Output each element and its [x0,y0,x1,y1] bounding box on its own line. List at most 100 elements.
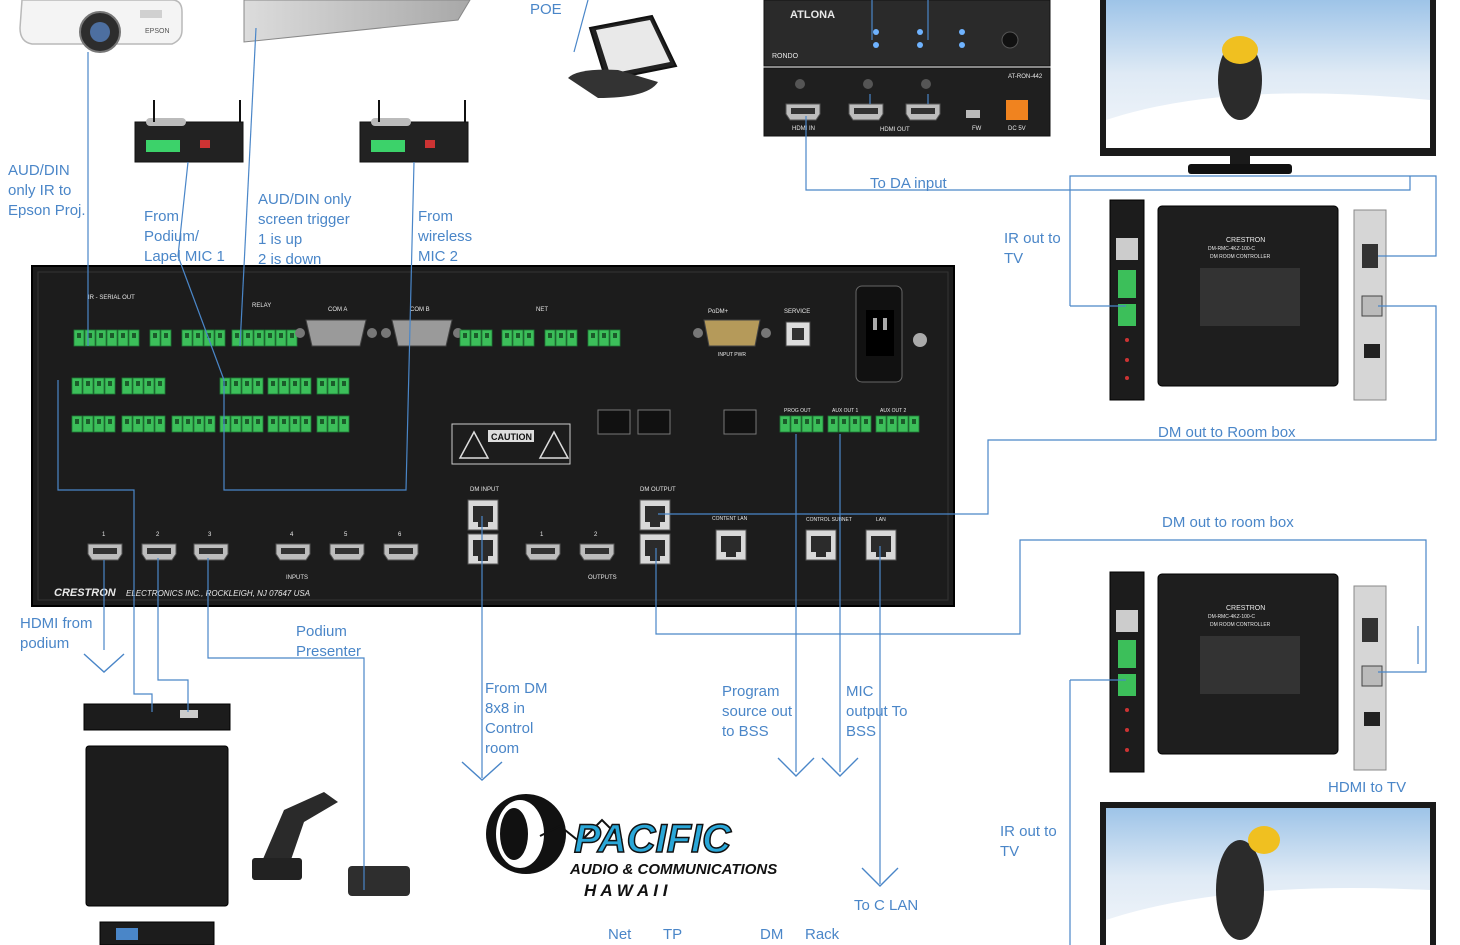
logo-line2: AUDIO & COMMUNICATIONS [569,861,777,878]
label-dm-out-room-box-2: DM out to room box [1162,514,1294,531]
hdmi-in-port-label-4: 4 [290,532,294,538]
wireless-mic-receiver-2 [359,100,469,163]
service-label: SERVICE [784,309,810,315]
dm-input-port-7 [467,499,499,531]
label-aud-din-screen: AUD/DIN only screen trigger 1 is up 2 is… [258,191,352,268]
label-from-dm-8x8: From DM 8x8 in Control room [485,680,548,757]
input-terminals [149,329,226,347]
content-lan-label: CONTENT LAN [712,516,748,522]
atlona-hdmi-in-label: HDMI IN [792,126,815,132]
tv-bottom [1100,802,1436,945]
aux-out2-label: AUX OUT 2 [880,408,907,414]
label-ir-out-tv-1: IR out to TV [1004,230,1061,267]
dm-output-port-4 [639,533,671,565]
label-ir-out-tv-2: IR out to TV [1000,823,1057,860]
dm-output-label: DM OUTPUT [640,487,676,493]
hdmi-in-port-5: 5 [329,532,365,561]
ir-serial-out-label: IR - SERIAL OUT [88,295,135,301]
hdmi-out-port-label-2: 2 [594,532,598,538]
label-from-podium-mic1: From Podium/ Lapel MIC 1 [144,208,225,265]
wire-hdmi-scaler [157,558,189,712]
arrow-dm-in [461,761,503,781]
hdmi-in-port-1: 1 [87,532,123,561]
arrow-mic-out [821,757,859,777]
wire-dm-room-1 [658,305,1437,515]
atlona-dc-label: DC 5V [1008,126,1026,132]
footer-tab-net[interactable]: Net [608,926,632,943]
wire-mic1 [177,161,225,381]
hdmi-scaler-device [83,703,231,945]
wire-mic2 [223,161,415,491]
service-usb-port [785,321,811,347]
atlona-fw-label: FW [972,126,982,132]
label-to-da-input: To DA input [870,175,947,192]
net-label: NET [536,307,548,313]
footer-tab-tp[interactable]: TP [663,926,683,943]
dm-input-port-8 [467,533,499,565]
wire-presenter [207,558,365,890]
crestron-address: ELECTRONICS INC., ROCKLEIGH, NJ 07647 US… [126,589,310,598]
label-program-source-out: Program source out to BSS [722,683,793,740]
dm-rmc2-model: DM-RMC-4KZ-100-C [1208,614,1255,620]
wire-dm-room-2 [655,539,1427,673]
wireless-mic-receiver-1 [134,100,244,163]
label-aud-din-ir: AUD/DIN only IR to Epson Proj. [8,162,86,219]
label-to-c-lan: To C LAN [854,897,919,914]
arrow-c-lan [861,867,899,887]
atlona-series: RONDO [772,53,799,60]
footer-tab-dm[interactable]: DM [760,926,784,943]
pacific-audio-logo: PACIFIC AUDIO & COMMUNICATIONS H A W A I… [486,794,777,900]
touch-panel [568,14,678,98]
dm-rmc1-model: DM-RMC-4KZ-100-C [1208,246,1255,252]
dm-rmc2-sub: DM ROOM CONTROLLER [1210,622,1271,628]
control-subnet-label: CONTROL SUBNET [806,517,852,523]
projector-brand: EPSON [145,28,170,35]
com-a-port [295,319,377,347]
wire-screen-trigger [239,27,257,347]
label-mic-output-bss: MIC output To BSS [846,683,908,740]
relay-label: RELAY [252,303,271,309]
speaker-output-terminals [597,409,757,435]
aux-out1-label: AUX OUT 1 [832,408,859,414]
logo-line3: H A W A I I [584,881,669,900]
tv-top [1100,0,1436,174]
dm-room-controller-1: CRESTRON DM-RMC-4KZ-100-C DM ROOM CONTRO… [1109,199,1387,401]
hdmi-in-port-label-3: 3 [208,532,212,538]
hdmi-out-port-1: 1 [525,532,561,561]
wire-audio-left [57,380,153,712]
label-poe: POE [530,1,562,18]
power-inlet [855,285,927,383]
dm-input-label: DM INPUT [470,487,499,493]
com-b-label: COM B [410,307,430,313]
wire-ir-tv-1 [1069,175,1437,307]
atlona-model: AT-RON-442 [1008,74,1043,80]
label-from-wireless-mic2: From wireless MIC 2 [418,208,473,265]
hdmi-out-port-label-1: 1 [540,532,544,538]
hdmi-in-port-label-5: 5 [344,532,348,538]
dm-rmc1-sub: DM ROOM CONTROLLER [1210,254,1271,260]
inputs-label: INPUTS [286,575,308,581]
com-b-port [381,319,463,347]
atlona-brand: ATLONA [790,9,835,21]
lan-port [865,529,897,561]
prog-out-label: PROG OUT [784,408,811,414]
arrow-prog-out [777,757,815,777]
wire-poe-panel [573,0,589,53]
arrows [83,653,899,887]
wire-to-da [805,116,1411,191]
label-hdmi-to-tv: HDMI to TV [1328,779,1407,796]
label-hdmi-from-podium: HDMI from podium [20,615,93,652]
hdmi-in-port-4: 4 [275,532,311,561]
caution-text: CAUTION [491,432,532,442]
wire-ir-tv-2 [1069,679,1126,945]
dm-room-controller-2: CRESTRON DM-RMC-4KZ-100-C DM ROOM CONTRO… [1109,571,1387,773]
document-camera [252,792,410,896]
label-dm-out-room-box-1: DM out to Room box [1158,424,1296,441]
footer-tab-rack[interactable]: Rack [805,926,840,943]
crestron-brand: CRESTRON [54,587,117,599]
hdmi-in-port-label-2: 2 [156,532,160,538]
podm-port [693,319,771,347]
